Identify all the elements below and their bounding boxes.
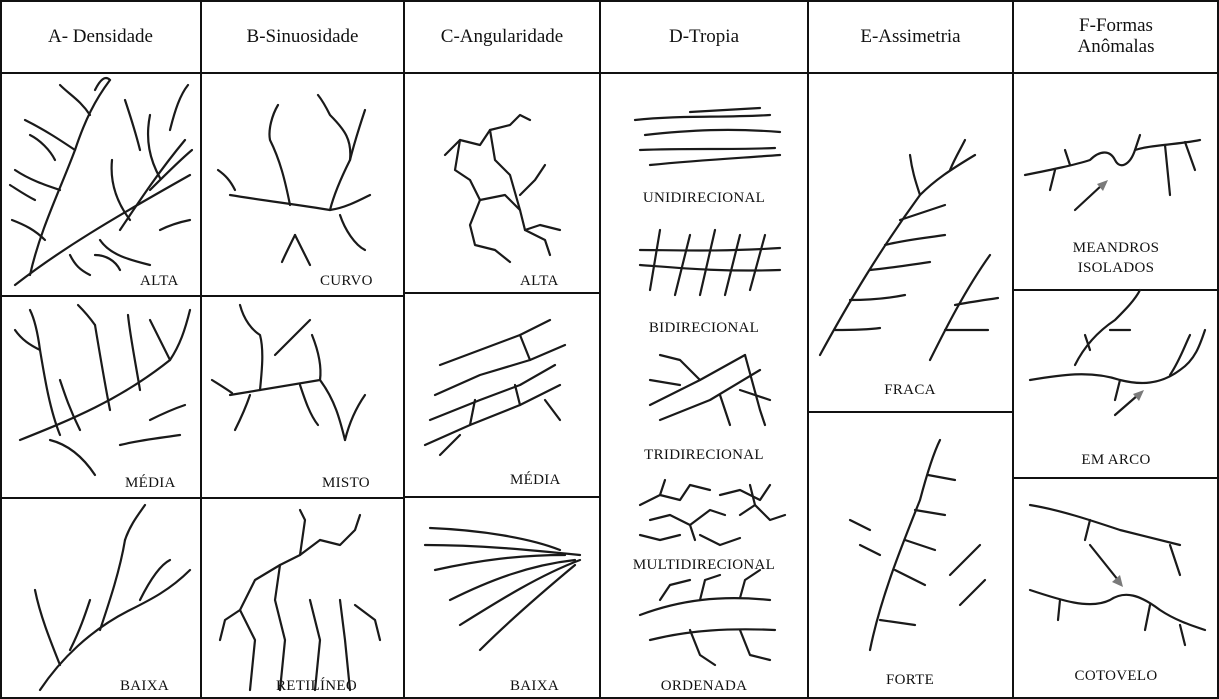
label-cotovelo: COTOVELO [1075,668,1158,685]
header-formas-anomalas: F-Formas Anômalas [1013,0,1219,72]
label-tropia-bidirecional: BIDIRECIONAL [649,320,759,337]
header-angularidade: C-Angularidade [404,0,600,72]
label-tropia-multidirecional: MULTIDIRECIONAL [633,557,775,574]
header-formas-anomalas-line2: Anômalas [1077,36,1154,57]
label-angularidade-alta: ALTA [520,273,559,290]
label-tropia-unidirecional: UNIDIRECIONAL [643,190,765,207]
label-assimetria-fraca: FRACA [884,382,936,399]
label-densidade-media: MÉDIA [125,475,176,492]
label-sinuosidade-curvo: CURVO [320,273,373,290]
label-assimetria-forte: FORTE [886,672,934,689]
label-angularidade-baixa: BAIXA [510,678,559,695]
label-em-arco: EM ARCO [1081,452,1150,469]
header-formas-anomalas-line1: F-Formas [1079,15,1153,36]
header-densidade: A- Densidade [0,0,201,72]
label-meandros-line2: ISOLADOS [1078,260,1155,277]
label-sinuosidade-misto: MISTO [322,475,370,492]
label-densidade-alta: ALTA [140,273,179,290]
label-sinuosidade-retilineo: RETILÍNEO [276,678,357,695]
label-densidade-baixa: BAIXA [120,678,169,695]
label-angularidade-media: MÉDIA [510,472,561,489]
header-assimetria: E-Assimetria [808,0,1013,72]
header-sinuosidade: B-Sinuosidade [201,0,404,72]
label-tropia-ordenada: ORDENADA [661,678,748,695]
label-tropia-tridirecional: TRIDIRECIONAL [644,447,764,464]
label-meandros-line1: MEANDROS [1073,240,1160,257]
header-tropia: D-Tropia [600,0,808,72]
